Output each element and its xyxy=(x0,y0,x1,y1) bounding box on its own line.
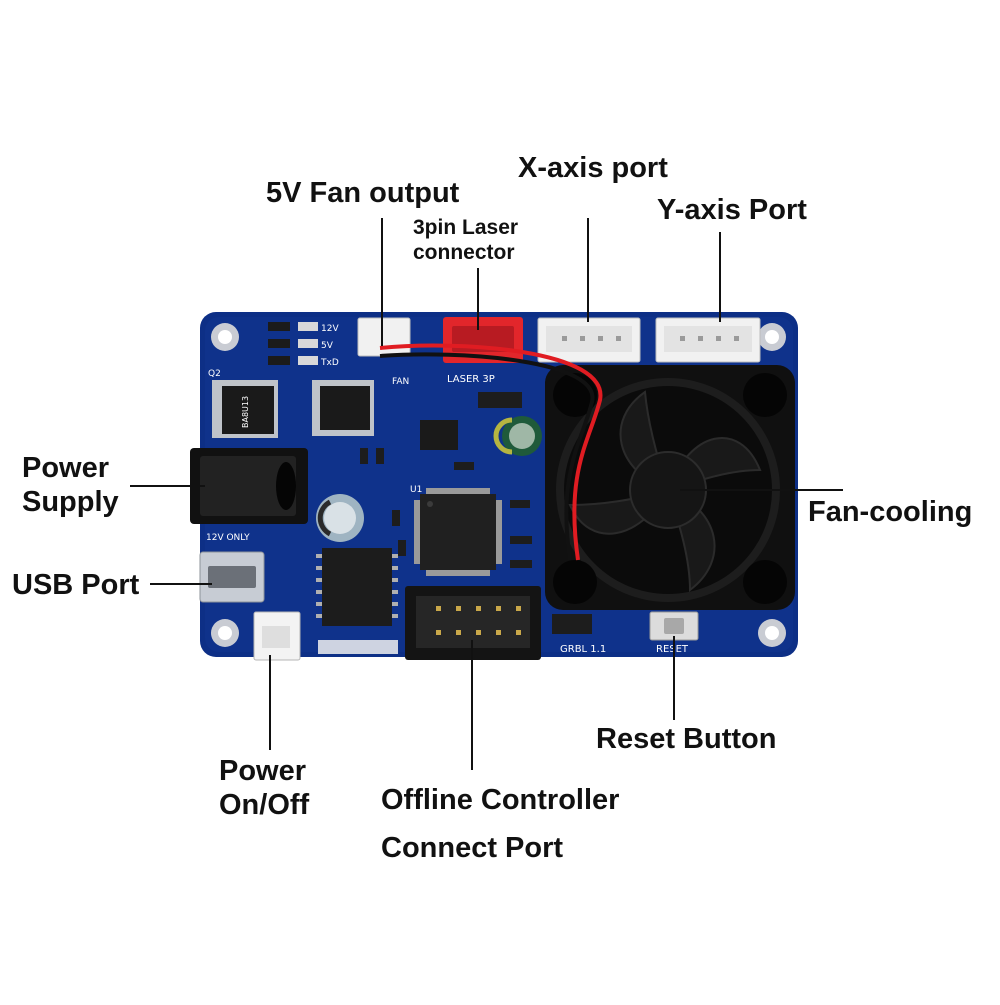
mounting-hole-bottom-right xyxy=(758,619,786,647)
silk-led-12v: 12V xyxy=(321,324,339,334)
mounting-hole-top-right xyxy=(758,323,786,351)
label-laser-connector-line2: connector xyxy=(413,240,515,264)
label-power-onoff: Power On/Off xyxy=(219,754,309,822)
silk-fan: FAN xyxy=(392,377,409,387)
label-power-supply-line2: Supply xyxy=(22,486,119,519)
label-reset-button: Reset Button xyxy=(596,723,777,755)
silk-grbl: GRBL 1.1 xyxy=(560,644,606,655)
power-jack xyxy=(190,448,308,524)
status-leds: 12V 5V TxD xyxy=(268,322,339,368)
usb-connector: 12V ONLY xyxy=(199,533,265,603)
fan-output-connector xyxy=(357,317,411,357)
mounting-hole-top-left xyxy=(211,323,239,351)
driver-ic xyxy=(316,548,398,626)
silk-q2: Q2 xyxy=(208,369,221,379)
label-offline-controller-line1: Offline Controller xyxy=(381,784,620,816)
label-power-onoff-line2: On/Off xyxy=(219,789,310,822)
fan-wire-red xyxy=(379,343,603,561)
silk-power-note: 12V ONLY xyxy=(206,533,250,543)
power-switch xyxy=(253,611,301,661)
label-offline-controller-line2: Connect Port xyxy=(381,832,564,865)
label-offline-controller: Offline Controller Connect Port xyxy=(381,783,619,865)
fan-wire-black xyxy=(379,352,595,561)
label-fan-output: 5V Fan output xyxy=(266,177,460,209)
silk-u1: U1 xyxy=(410,485,422,495)
label-fan-cooling: Fan-cooling xyxy=(808,496,973,528)
label-laser-connector-line1: 3pin Laser xyxy=(413,216,519,239)
label-power-supply-line1: Power xyxy=(22,452,110,484)
header-pins xyxy=(318,640,398,654)
label-power-supply: Power Supply xyxy=(22,451,119,519)
leader-lines xyxy=(130,218,843,770)
x-axis-connector xyxy=(537,317,641,363)
silk-led-txd: TxD xyxy=(320,358,339,368)
y-axis-connector xyxy=(655,317,761,363)
reset-switch: RESET xyxy=(649,611,699,655)
mounting-hole-bottom-left xyxy=(211,619,239,647)
passive-components xyxy=(360,392,592,634)
label-usb-port: USB Port xyxy=(12,569,140,601)
label-laser-connector: 3pin Laser connector xyxy=(413,216,518,266)
label-y-axis: Y-axis Port xyxy=(657,194,807,226)
microcontroller-u1: U1 xyxy=(410,485,502,576)
label-x-axis: X-axis port xyxy=(518,152,668,184)
silk-reset: RESET xyxy=(656,644,689,655)
offline-controller-header xyxy=(405,586,541,660)
regulator-u4 xyxy=(312,380,374,436)
small-ic xyxy=(420,420,458,450)
capacitor-left xyxy=(316,494,364,542)
regulator-q2: BA8U13 Q2 xyxy=(208,369,278,438)
capacitor-top xyxy=(493,416,542,456)
cooling-fan xyxy=(545,365,795,610)
silk-chip-mark: BA8U13 xyxy=(241,396,250,428)
silk-laser: LASER 3P xyxy=(447,374,495,385)
label-power-onoff-line1: Power xyxy=(219,755,307,787)
silk-led-5v: 5V xyxy=(321,341,334,351)
